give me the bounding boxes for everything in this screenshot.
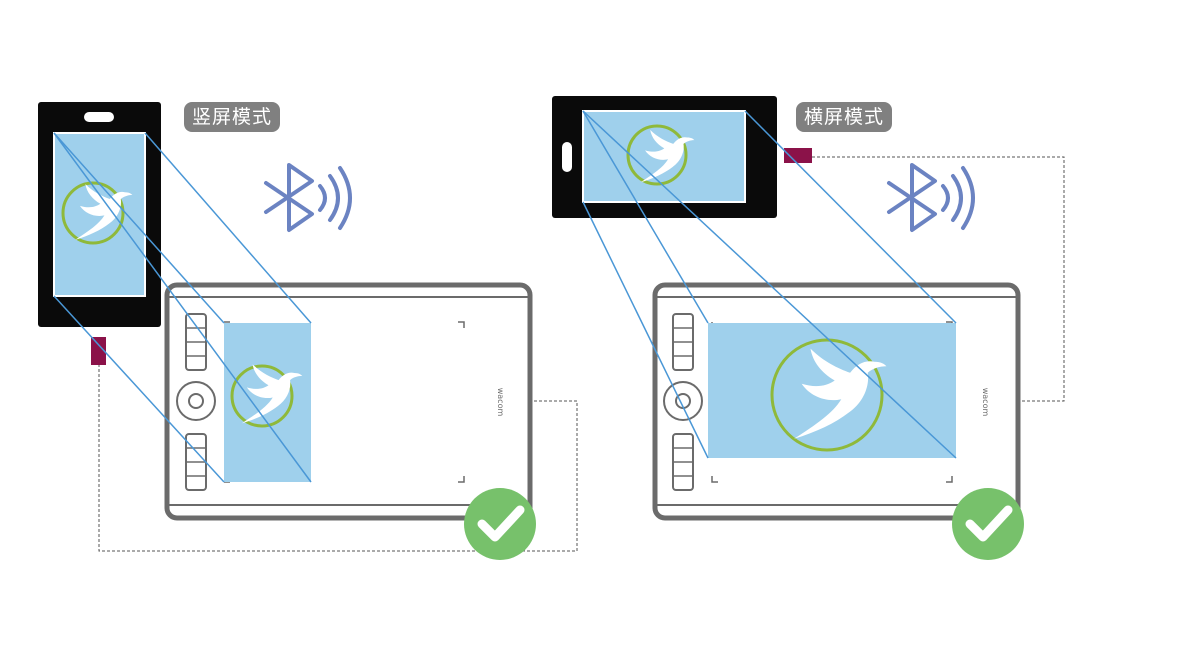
bluetooth-icon: [887, 163, 975, 232]
check-icon: [952, 488, 1024, 560]
usb-connector: [784, 148, 812, 163]
landscape-scene: wacom: [552, 96, 1065, 560]
landscape-cable: [812, 156, 1065, 402]
landscape-phone: [552, 96, 812, 218]
portrait-active-area: [224, 323, 311, 482]
landscape-projection-lines: [582, 110, 957, 459]
portrait-projection-lines: [53, 132, 312, 483]
landscape-mode-label: 横屏模式: [796, 102, 893, 132]
brand-logo: wacom: [496, 388, 505, 417]
brand-logo: wacom: [981, 388, 990, 417]
usb-connector: [91, 337, 106, 365]
portrait-scene: wacom: [38, 102, 578, 560]
check-icon: [464, 488, 536, 560]
landscape-tablet: wacom: [652, 282, 1021, 521]
portrait-phone: [38, 102, 161, 365]
bluetooth-icon: [264, 163, 352, 232]
portrait-cable: [98, 364, 578, 552]
portrait-tablet: wacom: [164, 282, 533, 521]
portrait-mode-label: 竖屏模式: [184, 102, 281, 132]
